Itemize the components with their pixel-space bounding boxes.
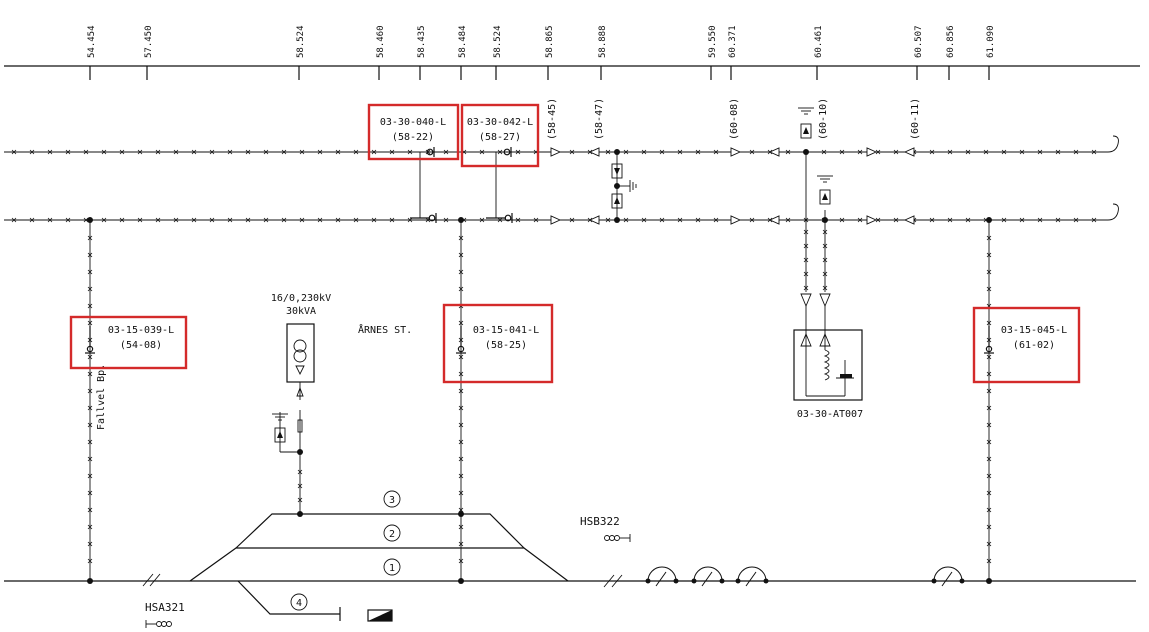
transformer-power: 30kVA (286, 306, 316, 317)
km-label: 60.507 (914, 25, 924, 58)
km-label: 54.454 (87, 25, 97, 58)
km-label: 57.450 (144, 25, 154, 58)
track-4-circle (290, 593, 308, 611)
station-name: ÅRNES ST. (358, 323, 412, 336)
switch-ref: (58-25) (485, 340, 527, 351)
km-label: 58.888 (598, 25, 608, 58)
switch-id: 03-15-045-L (1001, 325, 1067, 336)
track-1-circle (383, 558, 401, 576)
track-1-label: 1 (389, 563, 395, 574)
hsb-label: HSB322 (580, 515, 620, 528)
section-label-60-10: (60-10) (818, 98, 829, 140)
section-label-58-45: (58-45) (547, 98, 558, 140)
junction-dots (87, 149, 992, 584)
km-scale: 54.454 57.450 58.524 58.460 58.435 58.484 58.5… (4, 25, 1140, 80)
transformer-rating: 16/0,230kV (271, 293, 331, 304)
km-label: 58.484 (458, 25, 468, 58)
switch-id: 03-15-039-L (108, 325, 174, 336)
km-label: 58.435 (417, 25, 427, 58)
station-tracks (4, 513, 1136, 621)
surge-arrester-icon (611, 163, 637, 209)
switch-ref: (58-27) (479, 132, 521, 143)
side-label: Fallvel Bp. (96, 364, 107, 430)
km-label: 58.524 (296, 25, 306, 58)
switch-id: 03-30-040-L (380, 117, 446, 128)
section-label-60-08: (60-08) (729, 98, 740, 140)
km-label: 61.090 (986, 25, 996, 58)
catenary-switch-symbols (410, 147, 513, 223)
track-4-label: 4 (296, 598, 302, 609)
switch-box-03-15-039: 03-15-039-L (54-08) (69, 315, 188, 370)
track-3-label: 3 (389, 495, 395, 506)
track-arc-symbols (645, 566, 965, 587)
line-x-marks (11, 149, 1097, 564)
switch-ref: (58-22) (392, 132, 434, 143)
upper-catenary-line (4, 135, 1119, 153)
km-label: 60.371 (728, 25, 738, 58)
section-label-60-11: (60-11) (910, 98, 921, 140)
track-2-circle (383, 524, 401, 542)
km-label: 60.856 (946, 25, 956, 58)
switch-id: 03-15-041-L (473, 325, 539, 336)
feeder-lines (89, 152, 990, 580)
switch-ref: (61-02) (1013, 340, 1055, 351)
hsb-symbol-icon (604, 534, 631, 542)
section-label-58-47: (58-47) (594, 98, 605, 140)
switch-box-03-30-042: 03-30-042-L (58-27) (460, 103, 540, 168)
section-insulators (550, 147, 915, 225)
autotransformer-label: 03-30-AT007 (797, 409, 863, 420)
switch-ref: (54-08) (120, 340, 162, 351)
hsa-symbol-icon (145, 620, 172, 628)
transformer-symbol (272, 323, 315, 453)
km-label: 58.865 (545, 25, 555, 58)
km-label: 59.550 (708, 25, 718, 58)
km-label: 60.461 (814, 25, 824, 58)
switch-box-03-30-040: 03-30-040-L (58-22) (367, 103, 460, 161)
signal-block-icon (367, 609, 393, 622)
autotransformer-symbol (793, 306, 863, 401)
switch-box-03-15-045: 03-15-045-L (61-02) (972, 306, 1081, 384)
track-labels: 1 2 3 4 (290, 490, 401, 611)
lower-catenary-line (4, 203, 1119, 221)
km-label: 58.460 (376, 25, 386, 58)
switch-box-03-15-041: 03-15-041-L (58-25) (442, 303, 554, 384)
hsa-label: HSA321 (145, 601, 185, 614)
surge-arrester-upper-icon (798, 107, 833, 308)
section-labels: (58-45) (58-47) (60-08) (60-10) (60-11) (547, 98, 921, 140)
track-2-label: 2 (389, 529, 395, 540)
km-label: 58.524 (493, 25, 503, 58)
switch-id: 03-30-042-L (467, 117, 533, 128)
track-3-circle (383, 490, 401, 508)
